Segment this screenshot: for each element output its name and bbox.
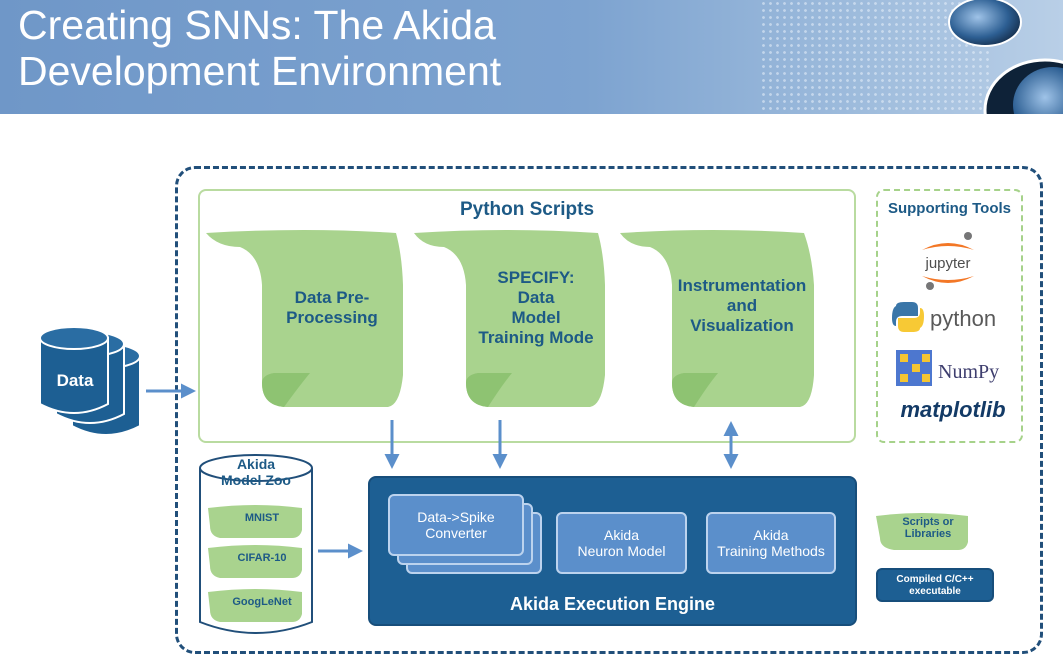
python-scripts-title: Python Scripts [459, 199, 595, 220]
training-methods-box: Akida Training Methods [706, 512, 836, 574]
data-store-label: Data [56, 371, 94, 390]
jupyter-logo: jupyter [908, 228, 988, 296]
engine-title: Akida Execution Engine [509, 594, 716, 614]
legend-scripts-swatch [876, 513, 968, 550]
legend-compiled-label: Compiled C/C++ executable [896, 574, 974, 597]
scroll-shapes [206, 230, 814, 407]
legend-compiled-swatch [876, 568, 994, 602]
supporting-tools-title: Supporting Tools [887, 200, 1012, 217]
scroll-instrumentation-shape [620, 230, 814, 407]
svg-text:python: python [930, 306, 996, 331]
data-store-icon [39, 326, 141, 436]
zoo-item-mnist: MNIST [244, 512, 280, 524]
globe-image [948, 0, 1063, 114]
scroll-specify-label: SPECIFY: Data Model Training Mode [478, 268, 594, 347]
dev-environment-frame [175, 166, 1043, 654]
scroll-data-preprocessing-shape [206, 230, 403, 407]
page-title: Creating SNNs: The Akida Development Env… [18, 2, 502, 94]
data-spike-converter-box: Data->Spike Converter [388, 494, 524, 556]
numpy-logo: NumPy [894, 346, 1014, 390]
supporting-tools-box [876, 189, 1023, 443]
matplotlib-logo: matplotlib [900, 397, 1006, 422]
model-zoo-title: Akida Model Zoo [221, 456, 291, 488]
scroll-specify-shape [414, 230, 605, 407]
model-zoo-cylinder [199, 454, 313, 634]
neuron-model-box: Akida Neuron Model [556, 512, 687, 574]
svg-text:NumPy: NumPy [938, 361, 999, 383]
legend-scripts-label: Scripts or Libraries [902, 516, 954, 540]
zoo-item-cifar10: CIFAR-10 [237, 552, 287, 564]
scroll-data-preprocessing-label: Data Pre- Processing [286, 288, 378, 327]
python-logo: python [890, 300, 1015, 334]
python-scripts-box [198, 189, 856, 443]
slide-header: Creating SNNs: The Akida Development Env… [0, 0, 1063, 114]
scroll-instrumentation-label: Instrumentation and Visualization [677, 276, 807, 335]
zoo-item-googlenet: GoogLeNet [232, 596, 292, 608]
svg-text:jupyter: jupyter [924, 255, 970, 272]
